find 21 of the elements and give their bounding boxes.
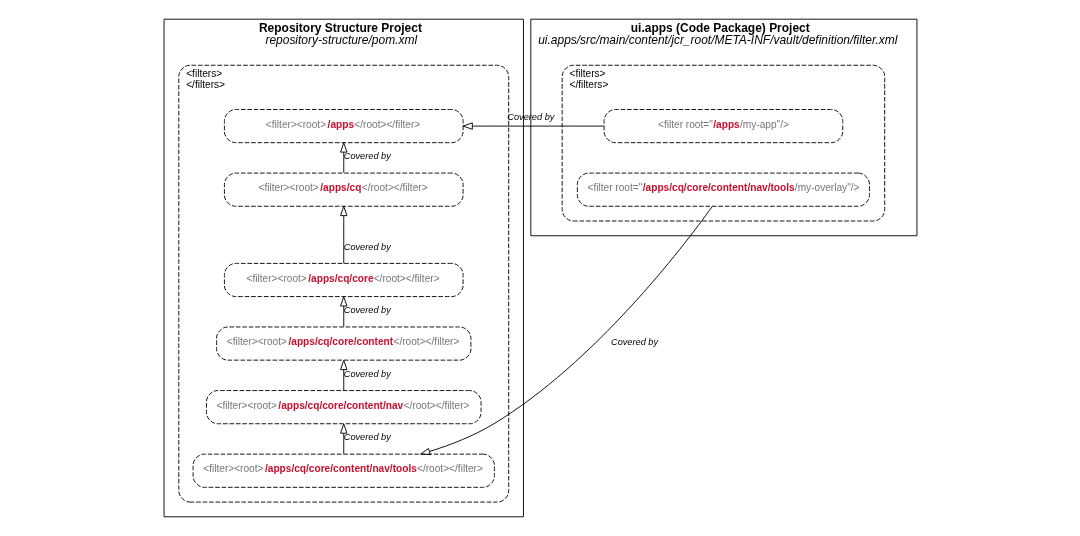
arrow — [339, 359, 347, 391]
edge-label: Covered by — [343, 241, 391, 252]
edge-label: Covered by — [343, 305, 391, 316]
node-box: <filter root="/apps/cq/core/content/nav/tools/my-overlay"/> — [576, 172, 870, 207]
edge-label: Covered by — [343, 368, 391, 379]
arrow — [339, 296, 347, 328]
arrow — [339, 423, 347, 455]
node-box: <filter><root>/apps/cq</root></filter> — [223, 172, 464, 207]
edge-label: Covered by — [610, 336, 658, 347]
arrow — [419, 206, 713, 456]
node-box: <filter><root>/apps/cq/core/content/nav</root></filter> — [205, 390, 481, 425]
node-box: <filter><root>/apps/cq/core</root></filter> — [223, 262, 464, 298]
node-box: <filter root="/apps/my-app"/> — [603, 109, 843, 144]
node-box: <filter><root>/apps</root></filter> — [223, 109, 464, 144]
arrow — [339, 142, 347, 174]
arrow — [339, 205, 347, 264]
node-box: <filter><root>/apps/cq/core/content/nav/tools</root></filter> — [192, 453, 495, 488]
node-box: <filter><root>/apps/cq/core/content</root></filter> — [215, 326, 471, 361]
edge-label: Covered by — [343, 432, 391, 443]
edge-label: Covered by — [343, 151, 391, 162]
arrow — [462, 122, 604, 130]
